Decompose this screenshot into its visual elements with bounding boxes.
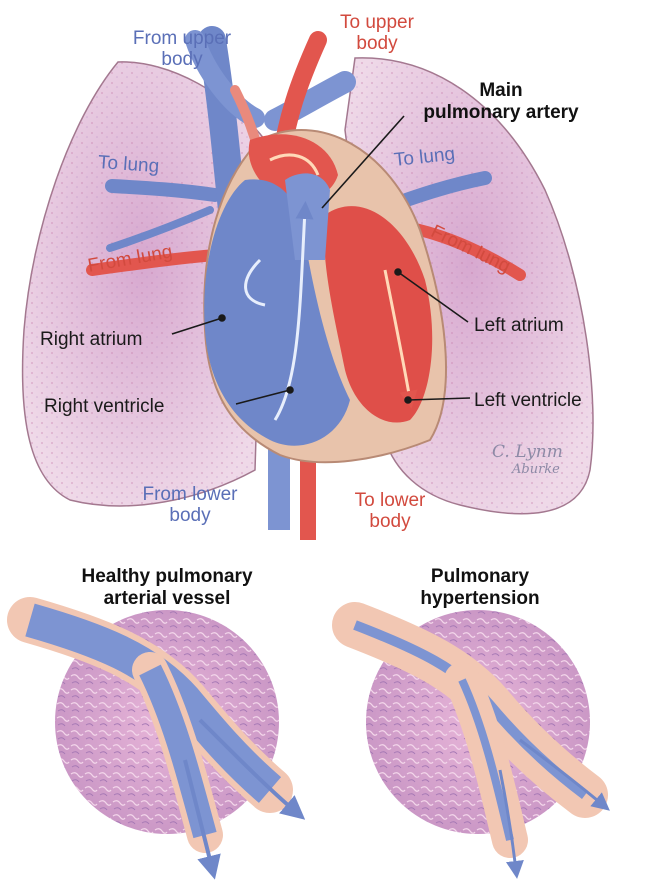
label-from-upper-body-line2: body bbox=[161, 49, 203, 70]
dot-right-ventricle bbox=[286, 386, 294, 394]
label-right-ventricle: Right ventricle bbox=[44, 396, 165, 417]
label-to-lung-left: To lung bbox=[97, 152, 160, 178]
leader-main-pulmonary-artery bbox=[321, 115, 405, 209]
label-right-atrium: Right atrium bbox=[40, 329, 143, 350]
label-from-lower-body-line2: body bbox=[169, 505, 211, 526]
panel-title-hypertension: Pulmonary hypertension bbox=[390, 566, 570, 610]
label-from-upper-body-line1: From upper bbox=[132, 28, 232, 49]
panel-title-hypertension-line1: Pulmonary bbox=[430, 566, 530, 587]
signature-line1: C. Lynm bbox=[492, 442, 563, 462]
artist-signature: C. Lynm Aburke bbox=[492, 442, 563, 477]
label-left-atrium: Left atrium bbox=[474, 315, 564, 336]
label-from-lower-body-line1: From lower bbox=[142, 484, 238, 505]
panel-title-healthy-line2: arterial vessel bbox=[103, 588, 231, 609]
leader-left-ventricle bbox=[407, 397, 471, 401]
hypertension-vessel-panel bbox=[332, 602, 610, 879]
label-left-ventricle: Left ventricle bbox=[474, 390, 582, 411]
label-from-upper-body: From upper body bbox=[112, 28, 252, 70]
dot-left-ventricle bbox=[404, 396, 412, 404]
panel-title-hypertension-line2: hypertension bbox=[420, 588, 540, 609]
heart bbox=[203, 129, 447, 464]
label-to-lower-body: To lower body bbox=[330, 490, 450, 532]
panel-title-healthy: Healthy pulmonary arterial vessel bbox=[50, 566, 284, 610]
label-to-upper-body-line2: body bbox=[356, 33, 398, 54]
label-to-upper-body-line1: To upper bbox=[340, 12, 414, 33]
leader-right-ventricle bbox=[235, 389, 291, 405]
label-to-lower-body-line2: body bbox=[369, 511, 411, 532]
left-lung bbox=[21, 61, 266, 507]
leader-right-atrium bbox=[171, 317, 223, 335]
label-main-pulmonary-artery: Main pulmonary artery bbox=[396, 80, 606, 124]
leader-lines bbox=[171, 115, 471, 405]
leader-left-atrium bbox=[397, 271, 469, 323]
label-to-lower-body-line1: To lower bbox=[354, 490, 426, 511]
label-to-upper-body: To upper body bbox=[322, 12, 432, 54]
dot-left-atrium bbox=[394, 268, 402, 276]
panel-title-healthy-line1: Healthy pulmonary bbox=[81, 566, 253, 587]
signature-line2: Aburke bbox=[512, 462, 560, 477]
label-main-pulmonary-artery-line1: Main bbox=[479, 80, 523, 101]
label-from-lower-body: From lower body bbox=[120, 484, 260, 526]
label-main-pulmonary-artery-line2: pulmonary artery bbox=[423, 102, 579, 123]
dot-right-atrium bbox=[218, 314, 226, 322]
healthy-vessel-panel bbox=[7, 597, 306, 880]
